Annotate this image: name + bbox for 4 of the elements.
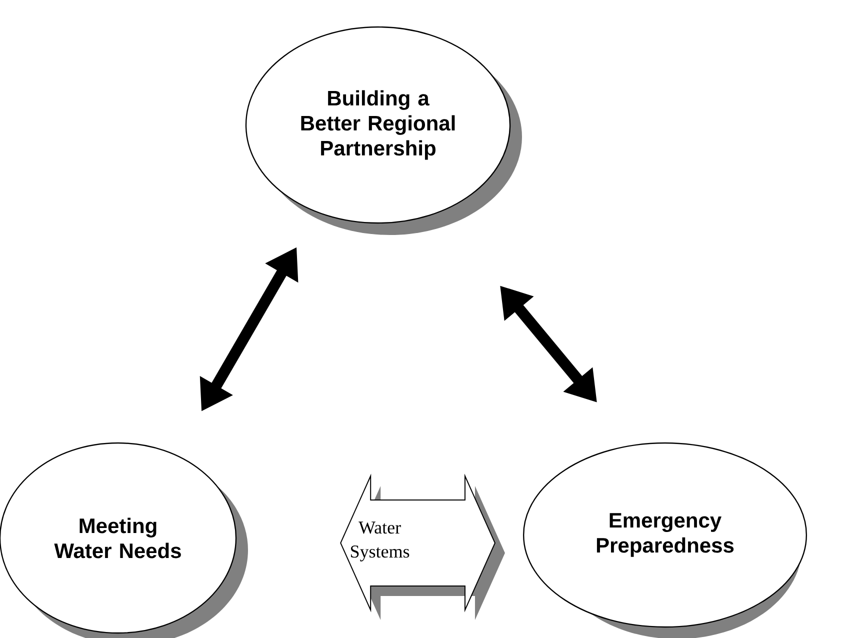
node-label: Meeting Water Needs [54, 518, 181, 558]
block-arrow [340, 474, 496, 612]
node-label: Emergency Preparedness [596, 513, 734, 557]
edge-label: Water Systems [351, 522, 410, 562]
